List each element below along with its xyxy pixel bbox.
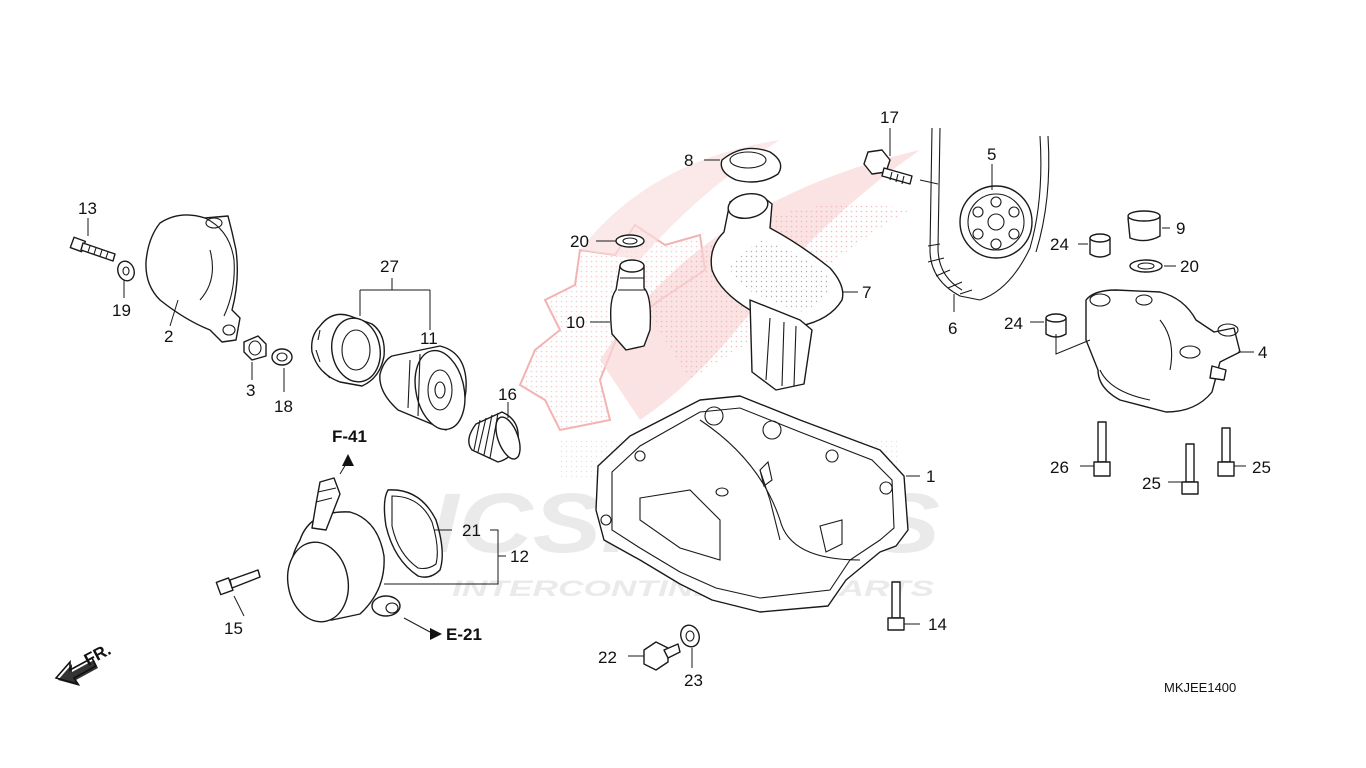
ref-f41: F-41 bbox=[332, 427, 367, 446]
callout-24-upper: 24 bbox=[1050, 235, 1069, 254]
callout-labels: 13 19 2 3 18 27 11 16 21 12 15 20 10 8 7… bbox=[78, 108, 1271, 690]
callout-7: 7 bbox=[862, 283, 871, 302]
callout-21: 21 bbox=[462, 521, 481, 540]
part-12-oil-cooler bbox=[286, 477, 401, 623]
callout-22: 22 bbox=[598, 648, 617, 667]
part-10-relief-valve bbox=[609, 259, 652, 351]
callout-23: 23 bbox=[684, 671, 703, 690]
callout-2: 2 bbox=[164, 327, 173, 346]
part-23-washer bbox=[680, 624, 700, 648]
callout-13: 13 bbox=[78, 199, 97, 218]
part-24-dowel-lower bbox=[1045, 313, 1067, 338]
part-22-drain-bolt bbox=[643, 641, 681, 671]
part-15-bolt bbox=[215, 569, 261, 596]
callout-4: 4 bbox=[1258, 343, 1267, 362]
callout-25-right: 25 bbox=[1252, 458, 1271, 477]
e21-arrow-icon bbox=[430, 628, 442, 640]
part-5-sprocket bbox=[959, 185, 1033, 259]
callout-26: 26 bbox=[1050, 458, 1069, 477]
part-21-o-ring bbox=[383, 489, 443, 578]
callout-3: 3 bbox=[246, 381, 255, 400]
callout-20-lower: 20 bbox=[1180, 257, 1199, 276]
callout-11: 11 bbox=[420, 329, 438, 348]
callout-8: 8 bbox=[684, 151, 693, 170]
part-17-bolt bbox=[863, 149, 913, 185]
front-direction-arrow-icon bbox=[54, 656, 98, 686]
callout-1: 1 bbox=[926, 467, 935, 486]
callout-20-upper: 20 bbox=[570, 232, 589, 251]
part-1-oil-pan bbox=[595, 395, 909, 613]
part-16-strainer bbox=[468, 411, 521, 463]
diagram-code: MKJEE1400 bbox=[1164, 680, 1236, 695]
callout-15: 15 bbox=[224, 619, 243, 638]
part-6-chain bbox=[927, 127, 1050, 301]
part-19-washer bbox=[117, 260, 135, 282]
part-3-plug bbox=[243, 335, 267, 361]
part-18-washer bbox=[271, 348, 293, 366]
reference-labels: F-41 E-21 FR. bbox=[81, 427, 482, 670]
part-20-washer-upper bbox=[615, 234, 645, 248]
ref-e21: E-21 bbox=[446, 625, 482, 644]
part-26-bolt bbox=[1093, 421, 1111, 477]
part-11-oil-filter bbox=[379, 345, 467, 431]
callout-14: 14 bbox=[928, 615, 947, 634]
part-9-collar bbox=[1127, 210, 1161, 242]
part-24-dowel-upper bbox=[1089, 233, 1111, 258]
callout-12: 12 bbox=[510, 547, 529, 566]
part-20-washer-lower bbox=[1129, 259, 1163, 273]
part-4-oil-pump bbox=[1085, 289, 1241, 413]
part-2-filter-cover bbox=[145, 214, 241, 343]
callout-18: 18 bbox=[274, 397, 293, 416]
callout-25-left: 25 bbox=[1142, 474, 1161, 493]
callout-10: 10 bbox=[566, 313, 585, 332]
callout-16: 16 bbox=[498, 385, 517, 404]
f41-arrow-icon bbox=[342, 454, 354, 466]
callout-27: 27 bbox=[380, 257, 399, 276]
part-25-bolt-right bbox=[1217, 427, 1235, 477]
part-8-grommet bbox=[720, 147, 782, 183]
callout-9: 9 bbox=[1176, 219, 1185, 238]
part-13-bolt bbox=[69, 236, 116, 262]
callout-24-lower: 24 bbox=[1004, 314, 1023, 333]
callout-5: 5 bbox=[987, 145, 996, 164]
leader-lines bbox=[87, 128, 1254, 668]
part-7-oil-strainer bbox=[710, 192, 844, 391]
part-27-filter-adapter bbox=[310, 313, 385, 387]
callout-6: 6 bbox=[948, 319, 957, 338]
part-25-bolt-left bbox=[1181, 443, 1199, 495]
part-14-bolt bbox=[887, 581, 905, 631]
callout-19: 19 bbox=[112, 301, 131, 320]
callout-17: 17 bbox=[880, 108, 899, 127]
reference-arrows bbox=[342, 454, 442, 640]
